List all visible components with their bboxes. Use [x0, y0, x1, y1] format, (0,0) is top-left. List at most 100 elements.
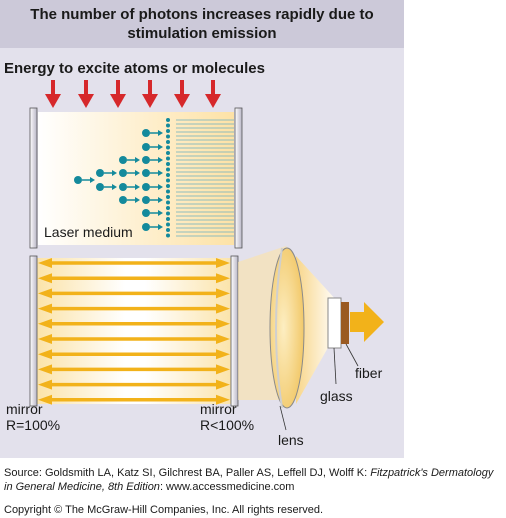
photon-arrow: [158, 170, 163, 176]
medium-mirror-left: [29, 107, 38, 249]
photon-small: [166, 184, 170, 188]
photon-small: [166, 173, 170, 177]
photon-small: [166, 178, 170, 183]
photon-arrow: [112, 170, 117, 176]
reflection-arrow-head: [38, 349, 52, 360]
photon-small: [166, 118, 170, 122]
reflection-arrow-head: [38, 334, 52, 344]
excite-arrow-head: [78, 94, 94, 108]
glass-label: glass: [320, 388, 353, 404]
reflection-arrows: [38, 258, 230, 405]
excite-arrow-head: [174, 94, 190, 108]
photon: [142, 143, 150, 151]
photon: [142, 196, 150, 204]
photon: [96, 183, 104, 191]
photon-small: [166, 217, 170, 221]
reflection-arrow-head: [216, 258, 230, 268]
lens-label: lens: [278, 432, 304, 448]
reflection-arrow-head: [38, 288, 52, 299]
reflection-arrow-head: [38, 258, 52, 268]
photon-arrow: [158, 130, 163, 136]
photon-arrow: [158, 224, 163, 230]
photon-small: [166, 233, 170, 238]
photon-arrow: [112, 184, 117, 190]
reflection-arrow-head: [216, 364, 230, 375]
reflection-arrow-head: [38, 318, 52, 329]
source-book: Fitzpatrick's Dermatology in General Med…: [4, 467, 494, 493]
photon: [96, 169, 104, 177]
reflection-arrow-head: [216, 318, 230, 329]
photon: [142, 183, 150, 191]
reflection-arrow-head: [216, 273, 230, 284]
photon-small: [166, 134, 170, 139]
title-line-1: The number of photons increases rapidly …: [30, 6, 373, 23]
title-band: [0, 0, 404, 48]
source-citation: Source: Goldsmith LA, Katz SI, Gilchrest…: [4, 466, 504, 494]
photon-cascade: [74, 118, 234, 238]
photon: [142, 223, 150, 231]
glass-leader: [333, 347, 337, 385]
reflection-arrow-head: [38, 273, 52, 284]
photon-small: [166, 156, 170, 161]
photon: [142, 169, 150, 177]
photon-arrow: [158, 157, 163, 163]
mirror-left-reflectance: R=100%: [6, 417, 60, 433]
photon-arrow: [158, 197, 163, 203]
photon: [142, 209, 150, 217]
reflection-arrow-head: [216, 379, 230, 390]
copyright-notice: Copyright © The McGraw-Hill Companies, I…: [4, 504, 324, 516]
mirror-left: [29, 255, 38, 407]
photon: [74, 176, 82, 184]
lens-edge: [275, 247, 283, 409]
output-arrow-icon: [350, 302, 384, 342]
photon-small: [166, 145, 170, 150]
title-line-2: stimulation emission: [127, 25, 276, 42]
photon-small: [166, 151, 170, 155]
fiber-label: fiber: [355, 365, 383, 381]
mirror-right-reflectance: R<100%: [200, 417, 254, 433]
photon-arrow: [135, 184, 140, 190]
photon-arrow: [90, 177, 95, 183]
photon-arrow: [158, 184, 163, 190]
medium-mirror-right: [234, 107, 243, 249]
excite-arrow-head: [45, 94, 61, 108]
photon-arrow: [135, 170, 140, 176]
laser-medium-label: Laser medium: [44, 224, 133, 240]
photon: [119, 156, 127, 164]
photon: [142, 129, 150, 137]
mirror-left-label: mirror: [6, 401, 43, 417]
photon-small: [166, 167, 170, 172]
optical-cavity: [36, 258, 234, 404]
photon-small: [166, 129, 170, 133]
fiber-leader: [345, 343, 359, 367]
excite-arrow-head: [142, 94, 158, 108]
reflection-arrow-head: [38, 303, 52, 314]
reflection-arrow-head: [38, 394, 52, 405]
photon: [119, 169, 127, 177]
photon-arrow: [158, 210, 163, 216]
mirror-right: [230, 255, 239, 407]
reflection-arrow-head: [38, 364, 52, 375]
photon-arrow: [135, 157, 140, 163]
reflection-arrow-head: [216, 303, 230, 314]
mirror-right-label: mirror: [200, 401, 237, 417]
excite-arrow-head: [110, 94, 126, 108]
laser-medium: [38, 112, 234, 245]
photon: [119, 196, 127, 204]
photon-small: [166, 211, 170, 216]
reflection-arrow-head: [216, 394, 230, 405]
photon-arrow: [135, 197, 140, 203]
focused-beam: [296, 256, 338, 404]
photon-small: [166, 222, 170, 227]
excite-arrow-head: [205, 94, 221, 108]
photon-small: [166, 228, 170, 232]
lens-leader: [279, 405, 287, 431]
photon-small: [166, 195, 170, 199]
reflection-arrow-head: [38, 379, 52, 390]
reflection-arrow-head: [216, 288, 230, 299]
source-suffix: : www.accessmedicine.com: [159, 481, 295, 493]
source-prefix: Source: Goldsmith LA, Katz SI, Gilchrest…: [4, 467, 371, 479]
photon-small: [166, 123, 170, 128]
reflection-arrow-head: [216, 349, 230, 360]
